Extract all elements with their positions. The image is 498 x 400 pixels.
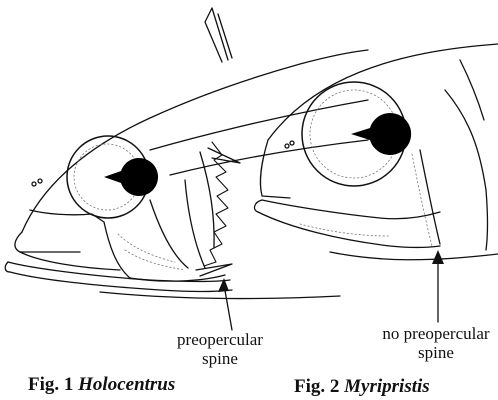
figure1-caption: Fig. 1 Holocentrus [28,374,175,396]
holocentrus-callout-label: preopercular spine [150,330,290,368]
figure2-caption-prefix: Fig. 2 [294,376,339,397]
holocentrus-jaw-tip [5,262,10,272]
myripristis-preopercle-shading [412,154,432,246]
myripristis-head-drawing [255,44,498,322]
holocentrus-snout [15,232,80,252]
dorsal-spine [205,8,232,62]
holocentrus-body-line [150,100,368,150]
myripristis-opercle [445,90,488,250]
figure1-caption-prefix: Fig. 1 [28,374,73,395]
preopercular-spine [196,264,232,276]
myripristis-jaw-tip [255,200,262,212]
myripristis-preopercle-edge [420,150,440,244]
figure2-caption-genus: Myripristis [344,376,430,397]
holocentrus-callout-line2: spine [150,349,290,368]
holocentrus-body-line [170,140,368,175]
myripristis-belly-line [330,252,498,260]
holocentrus-preopercle [104,222,225,281]
myripristis-body-line [460,60,484,120]
myripristis-nostril [285,144,289,148]
figure1-caption-genus: Holocentrus [78,374,175,395]
myripristis-pupil [351,113,411,155]
holocentrus-opercle-edge [185,180,205,268]
myripristis-snout [260,140,290,198]
holocentrus-shading [118,234,185,270]
myripristis-callout-line1: no preopercular [368,324,498,343]
myripristis-nostril [290,141,294,145]
myripristis-upper-jaw [262,200,440,219]
holocentrus-pupil [104,158,158,196]
holocentrus-opercular-spine [208,148,240,163]
myripristis-shading [300,224,390,236]
myripristis-callout-arrowhead [432,250,444,264]
holocentrus-head-drawing [5,8,368,330]
myripristis-callout-line2: spine [368,343,498,362]
holocentrus-head-outline [22,50,368,232]
holocentrus-nostril [32,182,36,186]
holocentrus-nostril [38,179,42,183]
myripristis-callout-label: no preopercular spine [368,324,498,362]
holocentrus-preopercle-inner [150,200,188,268]
holocentrus-callout-line1: preopercular [150,330,290,349]
holocentrus-maxilla [30,210,104,222]
holocentrus-belly-line [100,292,340,299]
holocentrus-callout-line [224,285,232,330]
figure2-caption: Fig. 2 Myripristis [294,376,430,398]
